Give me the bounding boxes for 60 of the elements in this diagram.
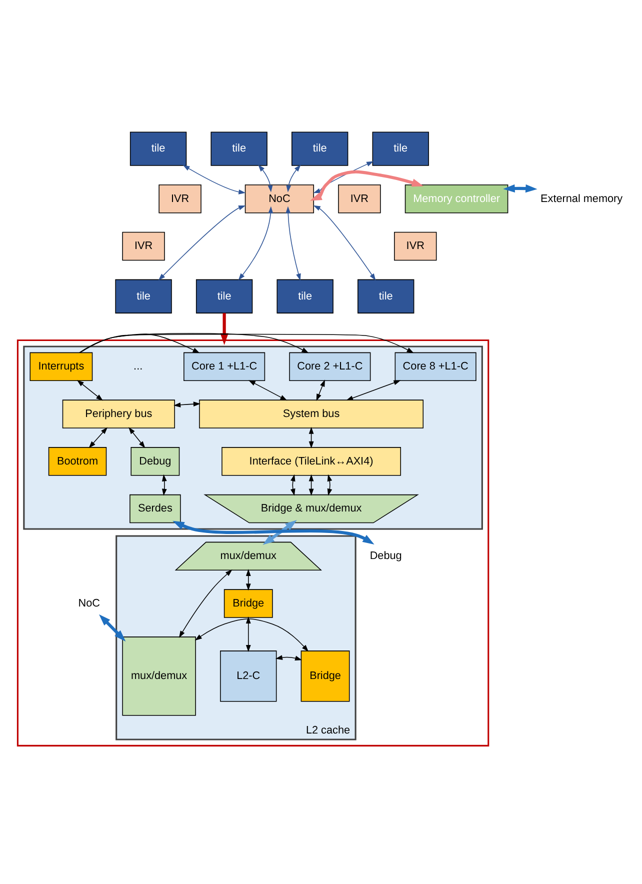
arrow [182, 164, 246, 194]
arrow [76, 380, 103, 401]
node-text: Debug [370, 550, 402, 562]
arrow [262, 520, 297, 545]
node-box: IVR [122, 232, 165, 261]
node-box: tile [291, 132, 348, 166]
node-box: tile [130, 132, 187, 166]
arrow [79, 333, 309, 354]
node-box: tile [210, 132, 268, 166]
node-box: IVR [158, 184, 202, 214]
arrow [88, 427, 108, 448]
node-box: L2-C [220, 650, 277, 702]
node-box: tile [115, 279, 172, 314]
arrow [80, 334, 414, 354]
arrow [316, 380, 325, 401]
arrow [248, 380, 288, 401]
arrow [238, 206, 274, 280]
node-box: Interface (TileLink↔AXI4) [222, 447, 401, 476]
node-box: IVR [338, 184, 381, 214]
cluster [16, 339, 490, 746]
arrow [275, 655, 302, 660]
arrow [286, 206, 301, 281]
node-box: tile [358, 279, 414, 314]
arrow [172, 520, 374, 544]
node-box: Bridge [300, 650, 350, 702]
arrow [174, 402, 200, 408]
arrow [246, 569, 251, 591]
label: ... [134, 360, 143, 373]
arrow [220, 313, 228, 345]
arrow [286, 164, 301, 192]
arrow [246, 616, 251, 652]
node-text: External memory [540, 192, 623, 205]
node-box: tile [276, 279, 334, 314]
node-box: tile [196, 279, 253, 314]
node-box: Core 2 +L1-C [289, 352, 371, 382]
node-box: Core 1 +L1-C [184, 352, 266, 382]
node-box: mux/demux [122, 636, 196, 716]
node-box: tile [372, 132, 429, 166]
arrow [313, 205, 376, 281]
node-box: Bridge [224, 589, 273, 618]
node-box: Periphery bus [62, 400, 175, 428]
node-box: Interrupts [30, 352, 93, 382]
arrow [258, 164, 273, 192]
node-box: Memory controller [404, 184, 508, 214]
node-text: NoC [78, 597, 100, 610]
arrow [128, 427, 146, 448]
node-box: IVR [394, 232, 437, 261]
arrow [346, 380, 401, 400]
node-box: System bus [199, 400, 424, 428]
arrow [158, 206, 246, 280]
node-box: Serdes [130, 494, 181, 524]
arrow [162, 474, 167, 496]
arrow [503, 184, 538, 193]
arrow [178, 570, 232, 638]
node-box: Core 8 +L1-C [394, 352, 476, 382]
arrow [194, 618, 308, 652]
arrow [310, 170, 424, 201]
node-box: Bootrom [48, 447, 107, 476]
node-box: Debug [130, 447, 180, 476]
arrow [99, 614, 126, 642]
